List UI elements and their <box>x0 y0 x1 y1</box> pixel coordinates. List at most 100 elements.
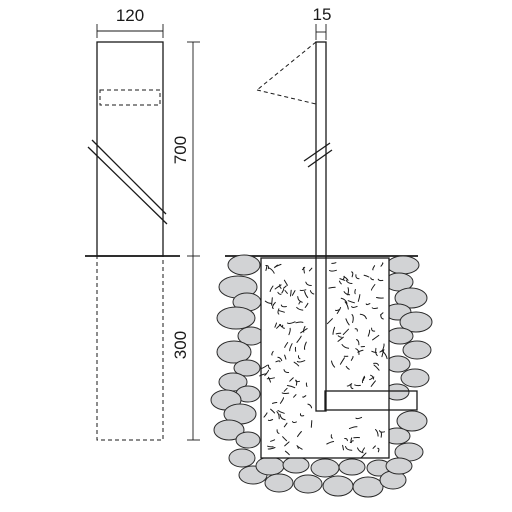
gravel-mark <box>357 349 364 353</box>
gravel-mark <box>297 296 303 303</box>
gravel-mark <box>347 287 349 296</box>
gravel-mark <box>282 324 285 329</box>
gravel-mark <box>373 362 379 366</box>
gravel-mark <box>372 445 376 449</box>
gravel-mark <box>270 408 276 414</box>
gravel-mark <box>289 377 294 382</box>
gravel-mark <box>343 291 351 296</box>
gravel-mark <box>354 289 356 295</box>
gravel-mark <box>337 336 344 342</box>
gravel-mark <box>309 290 315 295</box>
gravel-mark <box>308 267 313 272</box>
gravel-mark <box>376 297 384 299</box>
gravel-mark <box>297 355 301 360</box>
gravel-mark <box>277 410 285 414</box>
gravel-mark <box>284 342 289 348</box>
gravel-mark <box>370 277 374 281</box>
gravel-mark <box>284 450 290 456</box>
gravel-mark <box>277 356 283 362</box>
gravel-mark <box>266 377 275 380</box>
gravel-mark <box>263 412 268 418</box>
gravel-mark <box>279 397 284 404</box>
gravel-mark <box>293 394 297 398</box>
gravel-mark <box>299 289 307 292</box>
gravel-mark <box>355 348 360 355</box>
gravel-mark <box>370 380 376 387</box>
gravel-mark <box>351 314 354 323</box>
gravel-mark <box>286 385 296 389</box>
gravel-mark <box>304 291 309 299</box>
gravel-mark <box>300 328 308 334</box>
profile-slot <box>303 142 333 168</box>
gravel-mark <box>296 306 304 311</box>
gravel-mark <box>307 403 313 409</box>
gravel-mark <box>284 354 287 360</box>
gravel-mark <box>354 328 358 332</box>
gravel-mark <box>283 369 290 374</box>
gravel-mark <box>345 446 353 451</box>
gravel-mark <box>302 395 307 398</box>
gravel-mark <box>268 376 271 383</box>
stone-bed <box>210 254 433 498</box>
gravel-mark <box>350 384 354 390</box>
gravel-mark <box>362 447 365 453</box>
gravel-mark <box>272 401 278 404</box>
post-body <box>96 41 164 257</box>
gravel-mark <box>271 304 274 309</box>
gravel-mark <box>326 441 335 445</box>
gravel-mark <box>371 350 377 354</box>
light-window <box>99 89 161 106</box>
gravel-mark <box>365 303 371 306</box>
gravel-mark <box>371 327 376 332</box>
gravel-mark <box>332 326 336 335</box>
height-label: 700 <box>171 136 190 164</box>
gravel-mark <box>289 343 293 352</box>
gravel-mark <box>303 325 306 333</box>
gravel-mark <box>292 421 297 424</box>
gravel-mark <box>342 444 344 451</box>
gravel-mark <box>380 314 384 320</box>
gravel-mark <box>335 332 342 335</box>
gravel-mark <box>362 376 366 381</box>
gravel-mark <box>380 262 384 267</box>
gravel-mark <box>297 445 303 450</box>
gravel-mark <box>291 290 296 296</box>
gravel-mark <box>375 429 379 437</box>
gravel-mark <box>330 434 333 439</box>
gravel-mark <box>302 267 305 274</box>
gravel-mark <box>283 279 288 286</box>
gravel-mark <box>337 335 342 338</box>
gravel-mark <box>269 285 274 292</box>
gravel-mark <box>342 275 345 280</box>
gravel-mark <box>279 284 282 289</box>
gravel-mark <box>369 376 375 381</box>
gravel-mark <box>338 280 342 285</box>
gravel-mark <box>345 318 350 326</box>
gravel-mark <box>357 447 364 454</box>
gravel-mark <box>340 297 348 304</box>
gravel-mark <box>329 269 337 272</box>
gravel-mark <box>280 304 287 308</box>
gravel-mark <box>299 413 305 417</box>
post-profile <box>315 41 327 412</box>
gravel-mark <box>359 313 367 320</box>
gravel-mark <box>284 441 290 447</box>
gravel-mark <box>336 307 342 314</box>
foundation-pit <box>260 257 390 459</box>
gravel-mark <box>288 327 291 336</box>
gravel-mark <box>345 365 350 370</box>
gravel-mark <box>372 334 380 341</box>
gravel-mark <box>341 344 350 349</box>
gravel-mark <box>351 271 354 278</box>
gravel-mark <box>370 374 375 380</box>
gravel-mark <box>274 284 282 290</box>
gravel-mark <box>265 266 268 271</box>
gravel-mark <box>361 375 365 384</box>
gravel-mark <box>326 318 333 325</box>
gravel-mark <box>373 364 380 371</box>
gravel-mark <box>296 360 306 363</box>
gravel-mark <box>274 322 277 328</box>
gravel-mark <box>277 291 282 295</box>
gravel-mark <box>344 437 348 442</box>
